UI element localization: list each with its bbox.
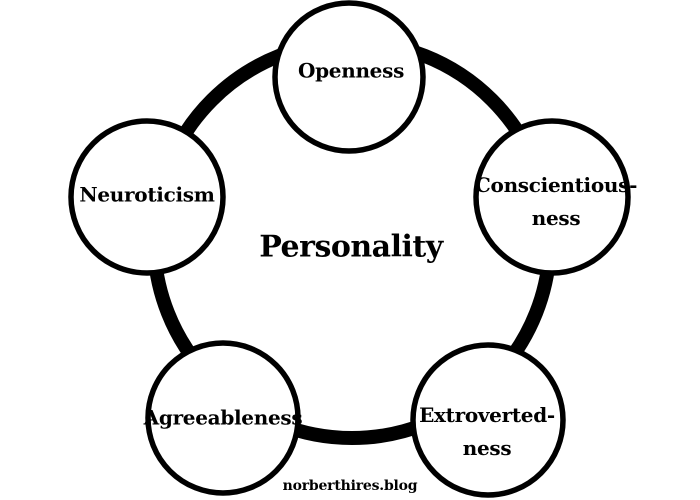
node-circle-agreeableness (145, 340, 301, 496)
node-circle-neuroticism (68, 118, 226, 276)
diagram-title: Personality (259, 229, 443, 265)
node-circle-openness (272, 0, 426, 154)
watermark-text: norberthires.blog (282, 478, 418, 494)
node-circle-extrovertedness (410, 342, 566, 498)
node-circle-conscientiousness (473, 118, 631, 276)
